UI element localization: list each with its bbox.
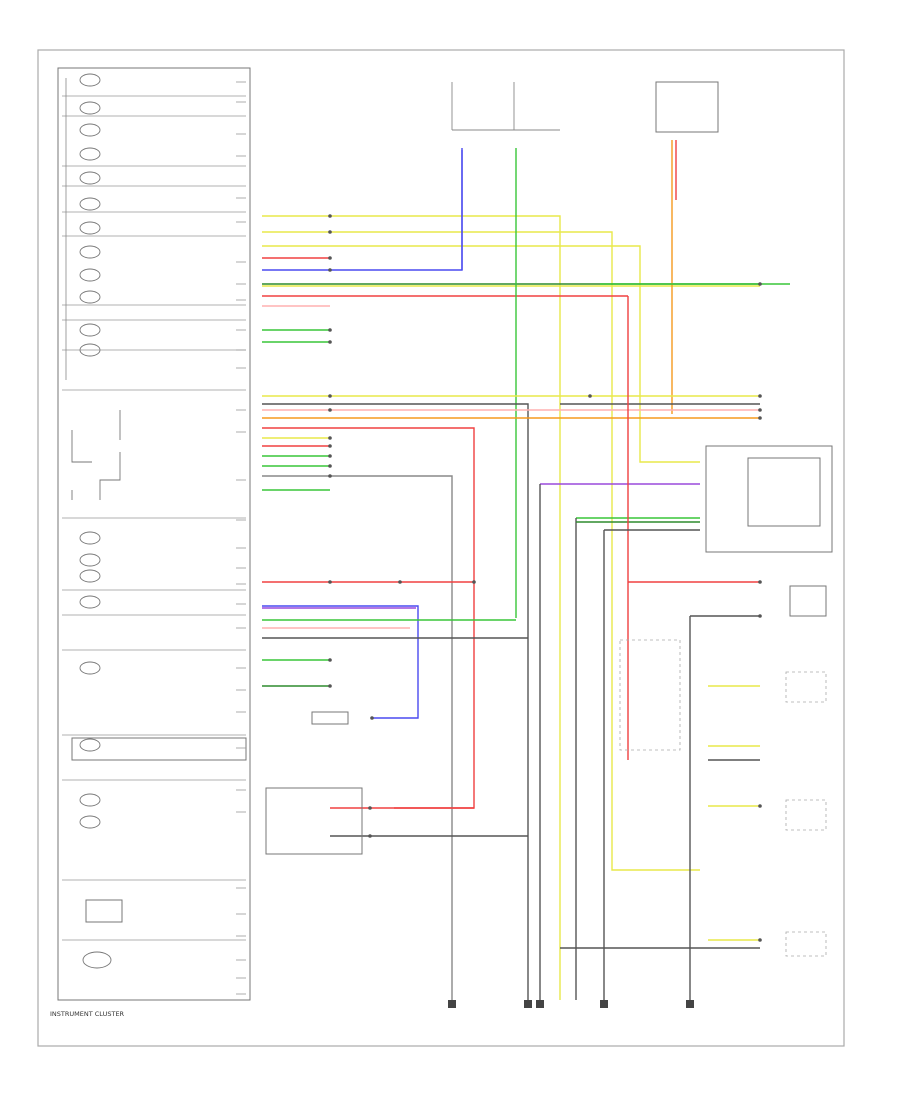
wire-bundle-lower: [262, 581, 528, 719]
diagram-frame: [37, 49, 845, 1047]
fuel-gauge-symbol: [71, 410, 121, 500]
wire-supply-vertical: [461, 140, 677, 618]
fuel-sender-inner: [747, 457, 821, 527]
wire-bundle-middle: [262, 395, 760, 1000]
fuel-sender-box: [705, 445, 833, 553]
wire-fuel-sender: [539, 296, 760, 1000]
wire-lighting-switch: [330, 807, 528, 837]
lighting-switch-box: [265, 787, 363, 855]
illumination-box: [71, 737, 247, 761]
connector-dots: [328, 214, 762, 942]
ground-symbols: [448, 1000, 694, 1008]
vehicle-speed-sensor-box: [311, 711, 349, 725]
digital-clock-box: [85, 899, 123, 923]
fuse-box-right: [655, 81, 719, 133]
cluster-pin-stubs: [236, 81, 246, 995]
module-dashed-boxes: [619, 639, 827, 957]
cluster-separators: [62, 95, 246, 941]
cluster-bulbs: [79, 73, 112, 969]
cluster-label: INSTRUMENT CLUSTER: [50, 1010, 125, 1018]
brake-fluid-switch-box: [789, 585, 827, 617]
instrument-cluster-box: [57, 67, 251, 1001]
fuse-top-left: [451, 82, 560, 131]
wire-bundle-top: [262, 150, 760, 1000]
